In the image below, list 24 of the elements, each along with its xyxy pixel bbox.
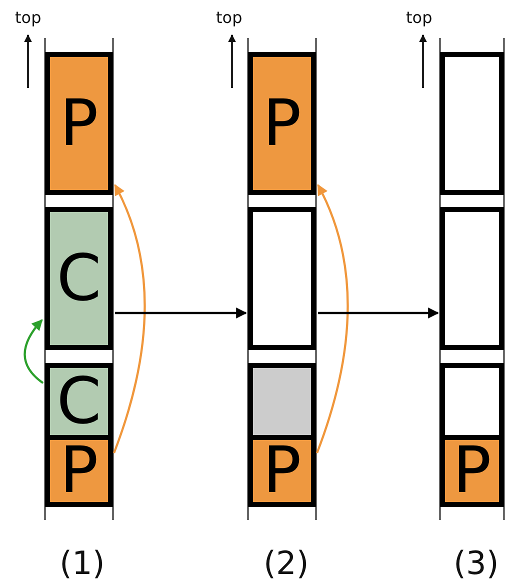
direction-label: top [15,10,42,26]
direction-label: top [406,10,432,26]
stack-frame-box [45,207,113,350]
step-number: (2) [264,547,309,579]
frame-letter: P [60,92,98,156]
arrow [115,308,248,318]
empty-box [248,207,316,350]
empty-box [440,52,504,195]
direction-label: top [216,10,242,26]
frame-letter: P [60,439,98,503]
arrow [24,319,44,384]
frame-letter: C [56,370,102,434]
arrow [318,308,440,318]
empty-box [440,207,504,350]
frame-letter: P [452,439,492,503]
frame-letter: C [56,246,102,310]
stack-frame-box [45,52,113,195]
frame-letter: P [262,439,302,503]
arrow [316,184,349,454]
arrow [112,184,146,454]
step-number: (3) [454,547,499,579]
frame-letter: P [262,92,302,156]
step-number: (1) [60,547,105,579]
stack-frame-box [248,52,316,195]
